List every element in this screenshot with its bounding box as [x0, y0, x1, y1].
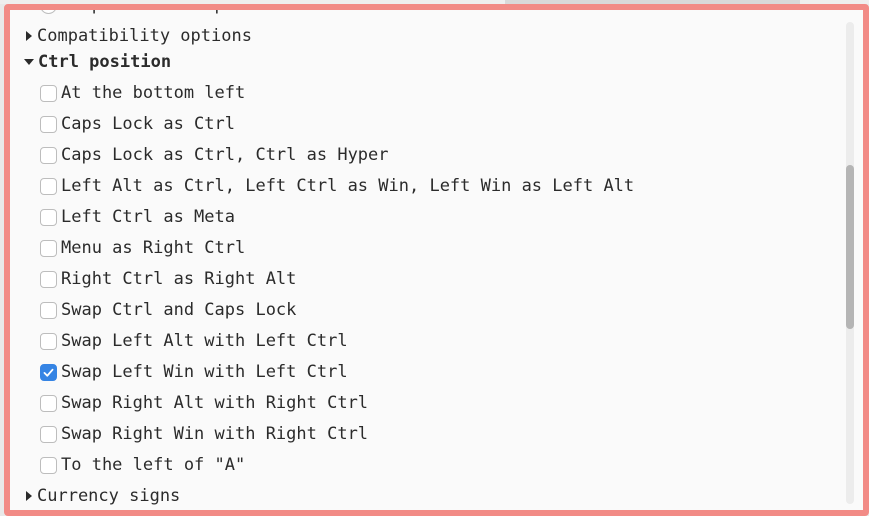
option-checkbox[interactable]: [40, 84, 57, 102]
option-label: Swap Left Win with Left Ctrl: [61, 362, 348, 382]
option-checkbox-row[interactable]: Left Ctrl as Meta: [10, 202, 840, 232]
group-row[interactable]: Compatibility options: [10, 21, 840, 51]
option-radio-row[interactable]: Swap Esc and Caps Lock: [10, 4, 840, 20]
group-row[interactable]: Ctrl position: [10, 47, 840, 77]
option-checkbox[interactable]: [40, 270, 57, 288]
option-checkbox-checked[interactable]: [40, 363, 57, 381]
option-label: Swap Ctrl and Caps Lock: [61, 300, 297, 320]
option-checkbox[interactable]: [40, 177, 57, 195]
option-checkbox[interactable]: [40, 146, 57, 164]
option-checkbox[interactable]: [40, 115, 57, 133]
option-checkbox[interactable]: [40, 425, 57, 443]
expander-collapsed-icon[interactable]: [26, 491, 32, 501]
option-label: Left Ctrl as Meta: [61, 207, 235, 227]
option-checkbox[interactable]: [40, 301, 57, 319]
option-label: At the bottom left: [61, 83, 246, 103]
option-checkbox-row[interactable]: To the left of "A": [10, 450, 840, 480]
option-label: Menu as Right Ctrl: [61, 238, 246, 258]
option-label: Swap Esc and Caps Lock: [61, 4, 287, 15]
checkmark-icon: [43, 368, 54, 377]
scrollbar-thumb[interactable]: [846, 165, 854, 329]
expander-expanded-icon[interactable]: [24, 59, 34, 65]
option-checkbox[interactable]: [40, 456, 57, 474]
option-checkbox-row[interactable]: Menu as Right Ctrl: [10, 233, 840, 263]
option-checkbox-row[interactable]: At the bottom left: [10, 78, 840, 108]
option-label: Ctrl position: [38, 52, 172, 72]
window-top-strip: [0, 0, 869, 4]
option-checkbox-row[interactable]: Left Alt as Ctrl, Left Ctrl as Win, Left…: [10, 171, 840, 201]
option-checkbox[interactable]: [40, 394, 57, 412]
option-checkbox-row[interactable]: Swap Right Alt with Right Ctrl: [10, 388, 840, 418]
option-label: Right Ctrl as Right Alt: [61, 269, 297, 289]
option-radio[interactable]: [40, 10, 57, 14]
group-row[interactable]: Currency signs: [10, 481, 840, 510]
option-checkbox[interactable]: [40, 332, 57, 350]
option-checkbox-row[interactable]: Caps Lock as Ctrl, Ctrl as Hyper: [10, 140, 840, 170]
option-label: Compatibility options: [37, 26, 252, 46]
option-checkbox[interactable]: [40, 208, 57, 226]
expander-collapsed-icon[interactable]: [26, 31, 32, 41]
option-label: Caps Lock as Ctrl, Ctrl as Hyper: [61, 145, 389, 165]
option-label: Caps Lock as Ctrl: [61, 114, 235, 134]
option-checkbox-row[interactable]: Swap Left Alt with Left Ctrl: [10, 326, 840, 356]
vertical-scrollbar[interactable]: [846, 22, 854, 504]
option-checkbox-row[interactable]: Caps Lock as Ctrl: [10, 109, 840, 139]
option-checkbox-row[interactable]: Right Ctrl as Right Alt: [10, 264, 840, 294]
option-checkbox-row[interactable]: Swap Left Win with Left Ctrl: [10, 357, 840, 387]
option-checkbox-row[interactable]: Swap Right Win with Right Ctrl: [10, 419, 840, 449]
option-label: Left Alt as Ctrl, Left Ctrl as Win, Left…: [61, 176, 635, 196]
option-label: Swap Right Alt with Right Ctrl: [61, 393, 369, 413]
top-strip-segment: [505, 0, 800, 4]
option-checkbox-row[interactable]: Swap Ctrl and Caps Lock: [10, 295, 840, 325]
option-checkbox[interactable]: [40, 239, 57, 257]
option-label: To the left of "A": [61, 455, 246, 475]
option-label: Swap Right Win with Right Ctrl: [61, 424, 369, 444]
option-label: Currency signs: [37, 486, 181, 506]
option-label: Swap Left Alt with Left Ctrl: [61, 331, 348, 351]
